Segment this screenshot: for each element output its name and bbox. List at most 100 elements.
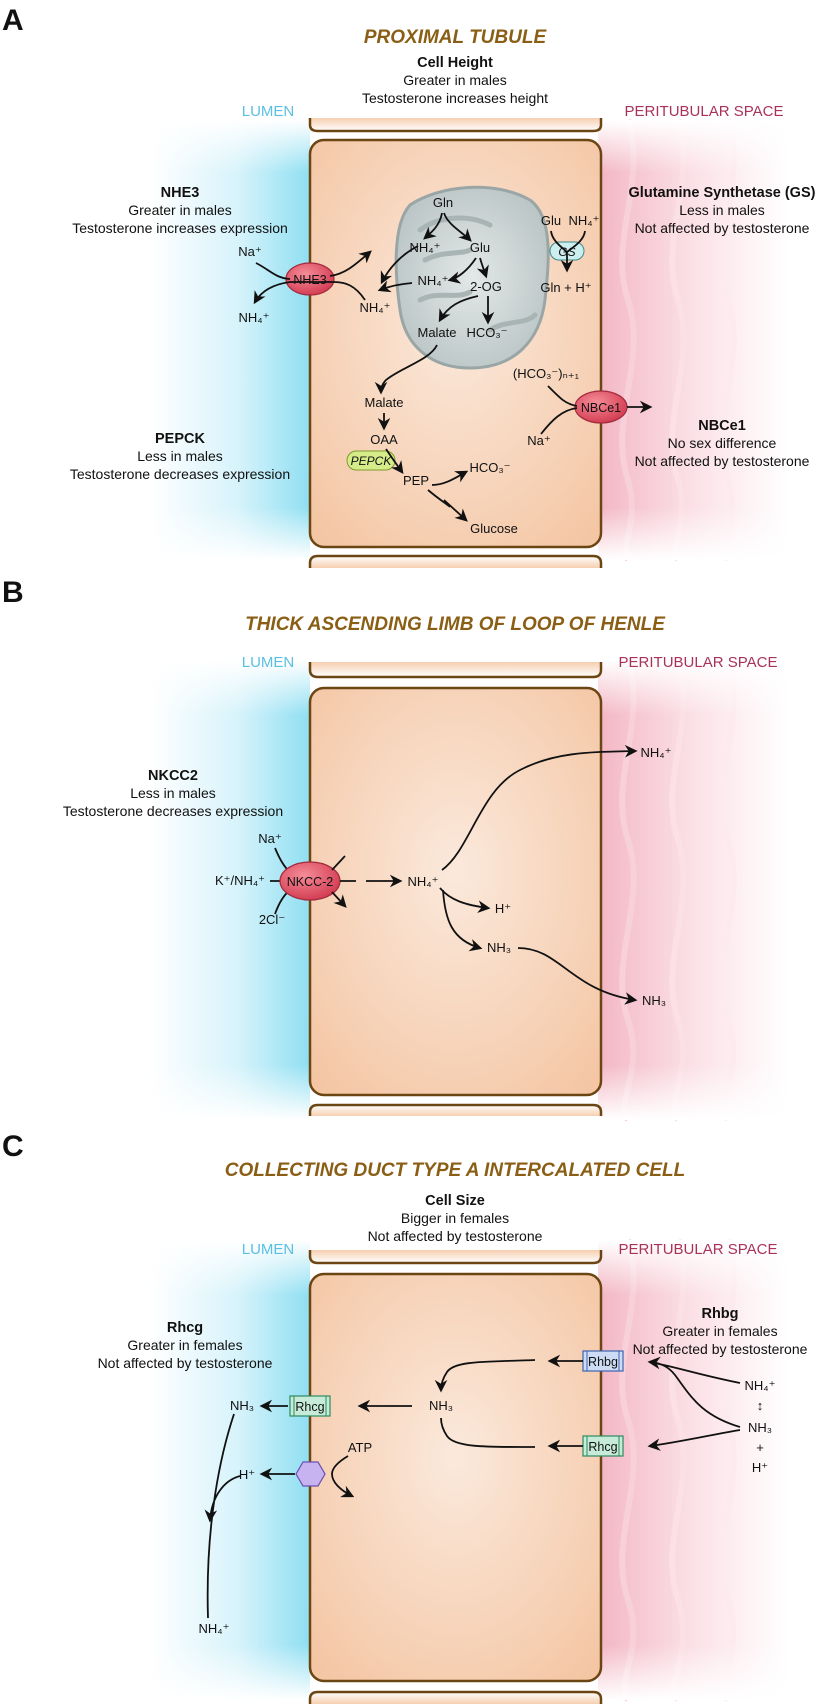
hco3-pep: HCO₃⁻ [469,460,510,475]
nkcc2-line1: Less in males [130,785,216,801]
gs-line1: Less in males [679,202,765,218]
nhe3-transporter: NHE3 [285,262,335,296]
og-to-malate-arrow [438,295,479,323]
panel-c: C COLLECTING DUCT TYPE A INTERCALATED CE… [2,1130,808,1704]
mito-nh4-exit-arrow [377,280,413,293]
nkcc2-transporter: NKCC-2 [279,861,341,901]
neighbor-cell-top-c [308,1250,603,1265]
gln-mito: Gln [433,195,453,210]
nh4-peri-b: NH₄⁺ [641,745,672,760]
peritubular-region-a [598,119,788,562]
nbce1-heading: NBCe1 [698,418,746,434]
nh4-to-peri-arrow [441,744,638,871]
lumen-label-a: LUMEN [242,103,295,120]
glucose: Glucose [470,521,518,536]
pepck-heading: PEPCK [155,431,205,447]
nh4-lumen-c: NH₄⁺ [199,1621,230,1636]
rhcg-line1: Greater in females [127,1337,242,1353]
nh3-to-peri-arrow [517,947,638,1005]
lumen-label-b: LUMEN [242,654,295,671]
panel-title-c: COLLECTING DUCT TYPE A INTERCALATED CELL [225,1160,686,1181]
neighbor-cell-top-a [308,118,603,133]
peritubular-label-b: PERITUBULAR SPACE [619,654,778,671]
peritubular-region-c [598,1239,788,1702]
malate-mito: Malate [417,325,456,340]
pepck-line1: Less in males [137,448,223,464]
na-lumen-b: Na⁺ [258,831,281,846]
gln-to-glu-arrow [443,212,472,242]
glu-to-og-arrow [476,257,489,279]
h-cell-b: H⁺ [495,901,511,916]
nh4-cell-b: NH₄⁺ [408,874,439,889]
lumen-fade-c [150,1240,310,1700]
panel-title-b: THICK ASCENDING LIMB OF LOOP OF HENLE [245,614,666,635]
nh3-peri-b: NH₃ [642,993,666,1008]
peritubular-region-b [598,659,788,1122]
nbce1-line2: Not affected by testosterone [635,453,810,469]
svg-text:NHE3: NHE3 [293,273,326,287]
cell-height-line1: Greater in males [403,72,506,88]
atp: ATP [348,1440,372,1455]
nkcc2-heading: NKCC2 [148,768,198,784]
gs-product: Gln + H⁺ [540,280,591,295]
svg-text:Rhbg: Rhbg [588,1355,618,1369]
cell-height-heading: Cell Height [417,55,493,71]
nh3-cell-b: NH₃ [487,940,511,955]
peritubular-label-a: PERITUBULAR SPACE [625,103,784,120]
k-nh4-lumen: K⁺/NH₄⁺ [215,873,265,888]
lumen-label-c: LUMEN [242,1241,295,1258]
nh4-to-nh3-arrow [442,889,483,952]
nhe3-na-arrow [255,252,370,280]
nhe3-line1: Greater in males [128,202,231,218]
rhbg-line2: Not affected by testosterone [633,1341,808,1357]
pep-to-hco3-arrow [431,470,469,486]
nh4-mito-1: NH₄⁺ [410,240,441,255]
nh3-lumen-c: NH₃ [230,1398,254,1413]
gs-nh4: NH₄⁺ [569,213,600,228]
h-peri-c: H⁺ [752,1460,768,1475]
peri-to-rhcg-arrow [647,1429,741,1451]
rhbg-heading: Rhbg [701,1306,738,1322]
rhbg-to-nh3-arrow [434,1359,536,1393]
malate-cyto: Malate [364,395,403,410]
malate-exit-arrow [374,344,438,395]
neighbor-cell-top-b [308,662,603,679]
nbce1-arrow [540,385,650,435]
rhcg-line2: Not affected by testosterone [98,1355,273,1371]
peritubular-label-c: PERITUBULAR SPACE [619,1241,778,1258]
cell-size-line2: Not affected by testosterone [368,1228,543,1244]
svg-text:Rhcg: Rhcg [295,1400,324,1414]
rhbg-line1: Greater in females [662,1323,777,1339]
nbce1-line1: No sex difference [668,435,777,451]
nh4-peri-c: NH₄⁺ [745,1378,776,1393]
pepck-line2: Testosterone decreases expression [70,466,290,482]
nhe3-heading: NHE3 [161,185,200,201]
cell-height-line2: Testosterone increases height [362,90,548,106]
nh3-cell-c: NH₃ [429,1398,453,1413]
nhe3-nh4-arrow [253,281,366,305]
panel-b: B THICK ASCENDING LIMB OF LOOP OF HENLE … [2,576,788,1122]
atp-arrow [331,1455,355,1498]
peri-to-rhbg-arrows [650,1362,741,1428]
og-mito: 2-OG [470,279,502,294]
nh4-exit-arrow-2 [380,245,419,285]
rhcg-basolateral-transporter: Rhcg [582,1435,624,1457]
nkcc2-outputs [331,855,356,906]
nhe3-line2: Testosterone increases expression [72,220,288,236]
panel-letter-b: B [2,576,24,609]
gs-line2: Not affected by testosterone [635,220,810,236]
nbce1-transporter: NBCe1 [574,390,628,424]
nh4-mito-2: NH₄⁺ [418,273,449,288]
na-peri-a: Na⁺ [527,433,550,448]
na-lumen-a: Na⁺ [238,244,261,259]
neighbor-cell-bottom-b [308,1103,603,1116]
rhcg-baso-to-nh3-arrow [440,1417,536,1448]
svg-text:NKCC-2: NKCC-2 [287,875,334,889]
proton-atpase-pump [295,1461,326,1487]
nh3-h-to-nh4-arrow [208,1413,241,1619]
neighbor-cell-bottom-a [308,554,603,568]
pep: PEP [403,473,429,488]
cell-size-line1: Bigger in females [401,1210,509,1226]
gs-arrow [550,230,586,270]
